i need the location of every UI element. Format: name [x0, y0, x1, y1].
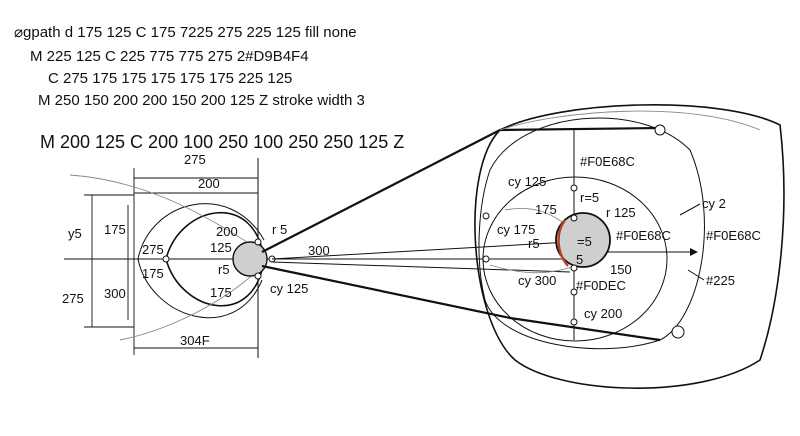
- node-bottom: [570, 318, 578, 326]
- label-arm-300: 300: [308, 243, 330, 258]
- label-cy2: cy 2: [702, 196, 726, 211]
- hub-node-bottom: [254, 272, 262, 280]
- label-cy125-left: cy 125: [270, 281, 308, 296]
- connector-lower: [261, 264, 661, 342]
- outer-lower-curve: [137, 258, 263, 319]
- connector-center-b: [271, 261, 571, 273]
- connector-center-a: [271, 241, 571, 260]
- outer-blob: [474, 104, 785, 389]
- label-175: 175: [104, 222, 126, 237]
- gray-curve-right-top: [499, 110, 761, 131]
- lens-upper-arc: [165, 211, 265, 260]
- dim-bottom-label: 304F: [180, 333, 210, 348]
- node-left-upper: [482, 212, 490, 220]
- middle-blob: [478, 117, 705, 350]
- header-line-2: M 225 125 C 225 775 775 275 2#D9B4F4: [30, 48, 309, 65]
- header-line-5: M 200 125 C 200 100 250 100 250 250 125 …: [40, 132, 404, 152]
- inner-label-r5: r5: [218, 262, 230, 277]
- outer-upper-curve: [137, 203, 265, 260]
- right-diagram: #F0E68C cy 125 r=5 175 r 125 cy 2 cy 175…: [474, 104, 785, 389]
- gray-curve-top: [69, 174, 263, 253]
- leader-cy2: [679, 203, 701, 216]
- label-color-low: #F0DEC: [576, 278, 626, 293]
- inner-label-low-175: 175: [210, 285, 232, 300]
- label-r125: r 125: [606, 205, 636, 220]
- label-r-eq-5: r=5: [580, 190, 599, 205]
- node-left-mid: [482, 255, 490, 263]
- lens-lower-arc: [165, 258, 265, 307]
- inner-label-125: 125: [210, 240, 232, 255]
- left-node-point: [162, 255, 170, 263]
- label-r5: r5: [528, 236, 540, 251]
- inner-label-275: 275: [142, 242, 164, 257]
- header-line-3: C 275 175 175 175 175 175 225 125: [48, 70, 292, 87]
- header-code-lines: ⌀gpath d 175 125 C 175 7225 275 225 125 …: [14, 24, 404, 152]
- label-color-right: #F0E68C: [706, 228, 761, 243]
- left-hub-circle: [232, 241, 268, 277]
- inner-label-175: 175: [142, 266, 164, 281]
- label-5: 5: [576, 252, 583, 267]
- header-line-1: ⌀gpath d 175 125 C 175 7225 275 225 125 …: [14, 24, 357, 41]
- inner-label-200: 200: [216, 224, 238, 239]
- leader-hash225: [687, 269, 705, 281]
- label-y5: y5: [68, 226, 82, 241]
- node-upper: [570, 214, 578, 222]
- dim-200-label: 200: [198, 176, 220, 191]
- node-bottom-right: [671, 325, 685, 339]
- right-arrow-head: [690, 248, 698, 256]
- label-hash225: #225: [706, 273, 735, 288]
- right-hub-circle: [555, 212, 611, 268]
- label-cy125: cy 125: [508, 174, 546, 189]
- hub-node-top: [254, 238, 262, 246]
- node-low: [570, 288, 578, 296]
- label-cy175: cy 175: [497, 222, 535, 237]
- label-color-mid: #F0E68C: [616, 228, 671, 243]
- right-hub-red-arc: [557, 219, 569, 267]
- label-150: 150: [610, 262, 632, 277]
- label-175: 175: [535, 202, 557, 217]
- label-300: 300: [104, 286, 126, 301]
- dim-top-label: 275: [184, 152, 206, 167]
- label-cy200: cy 200: [584, 306, 622, 321]
- node-lower: [570, 264, 578, 272]
- label-r5-right: r 5: [272, 222, 287, 237]
- node-top-right: [654, 124, 666, 136]
- label-cy300: cy 300: [518, 273, 556, 288]
- node-top: [570, 184, 578, 192]
- label-eq5: =5: [577, 234, 592, 249]
- left-diagram: 275 200 y5 175 275 300 304F 200 275: [62, 152, 580, 358]
- label-275-left: 275: [62, 291, 84, 306]
- label-color-top: #F0E68C: [580, 154, 635, 169]
- header-line-4: M 250 150 200 200 150 200 125 Z stroke w…: [38, 92, 365, 109]
